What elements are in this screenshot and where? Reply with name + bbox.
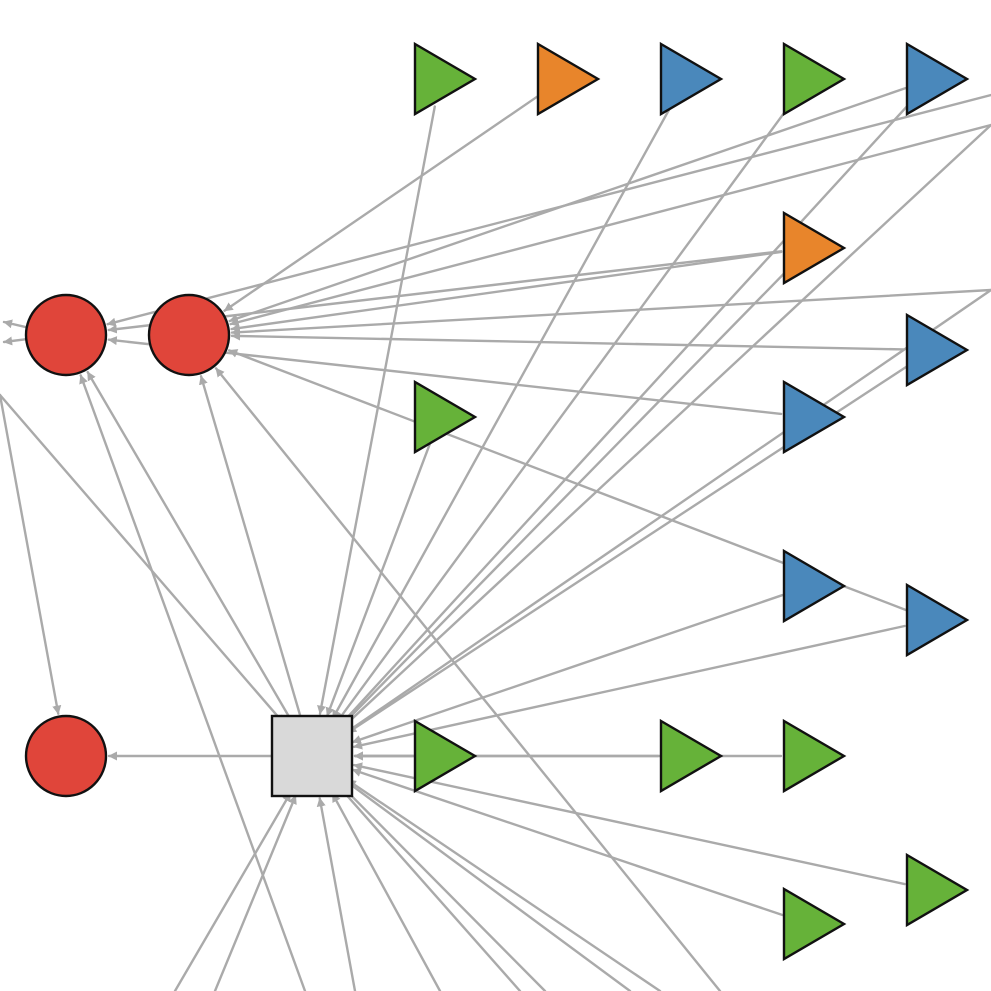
- node-b_low1: [782, 548, 847, 624]
- edge-b_top3-to-hub: [331, 102, 674, 720]
- edge-r1-offscreen-left-1: [2, 336, 28, 346]
- node-r3: [24, 714, 108, 798]
- edge-b_right1-to-r2: [230, 331, 906, 351]
- edge-offscreen-13-to-r2: [229, 123, 991, 327]
- node-g_hub3: [782, 718, 847, 794]
- node-b_top3: [659, 41, 724, 117]
- edge-offscreen-14-to-hub: [342, 123, 991, 728]
- node-b_mid2: [782, 379, 847, 455]
- node-r1: [24, 293, 108, 377]
- node-g_bot1: [905, 852, 970, 928]
- edge-offscreen-11-to-r2: [214, 367, 722, 991]
- edge-offscreen-5-to-hub: [316, 797, 357, 991]
- node-g_top4: [782, 41, 847, 117]
- edge-b_top5-to-hub: [339, 98, 915, 726]
- node-hub: [270, 714, 354, 798]
- edge-o_mid-to-hub: [340, 266, 791, 727]
- node-g_hub1: [413, 718, 478, 794]
- node-r2: [147, 293, 231, 377]
- edge-offscreen-6-to-hub: [331, 792, 442, 991]
- edge-g_top4-to-hub: [336, 100, 794, 723]
- node-g_top1: [413, 41, 478, 117]
- edge-r1-offscreen-left-0: [2, 319, 28, 329]
- node-b_right1: [905, 312, 970, 388]
- edge-g_bot1-to-hub: [352, 762, 906, 886]
- edge-offscreen-7-to-hub: [339, 786, 522, 991]
- edge-o_mid-to-r2: [230, 250, 783, 333]
- edge-offscreen-0-to-hub: [0, 393, 286, 725]
- node-o_top2: [536, 41, 601, 117]
- edge-offscreen-15-to-hub: [346, 288, 991, 733]
- node-b_top5: [905, 41, 970, 117]
- edge-b_low2-to-hub: [352, 624, 906, 750]
- edge-offscreen-4-to-r1: [79, 374, 307, 991]
- node-g_hub2: [659, 718, 724, 794]
- edges-layer: [0, 86, 991, 991]
- nodes-layer: [24, 41, 970, 962]
- edge-hub-to-r2: [199, 375, 302, 719]
- edge-offscreen-1-to-r3: [0, 393, 62, 715]
- edge-offscreen-2-to-hub: [173, 791, 292, 991]
- node-o_mid: [782, 210, 847, 286]
- edge-offscreen-10-to-hub: [346, 778, 662, 991]
- edge-g_mid-to-hub: [325, 441, 432, 717]
- edge-offscreen-8-to-hub: [341, 785, 547, 991]
- node-g_bot2: [782, 886, 847, 962]
- node-g_mid: [413, 379, 478, 455]
- edge-offscreen-12-to-r1: [106, 93, 991, 327]
- edge-offscreen-9-to-hub: [345, 780, 632, 991]
- edge-offscreen-3-to-hub: [213, 794, 297, 991]
- edge-b_low1-to-hub: [351, 593, 784, 744]
- edge-g_bot2-to-hub: [351, 768, 784, 917]
- edge-g_top1-to-hub: [317, 105, 436, 715]
- edge-hub-to-r1: [86, 370, 294, 723]
- edge-o_top2-to-r2: [223, 93, 542, 312]
- node-b_low2: [905, 582, 970, 658]
- edge-offscreen-16-to-r2: [230, 288, 991, 337]
